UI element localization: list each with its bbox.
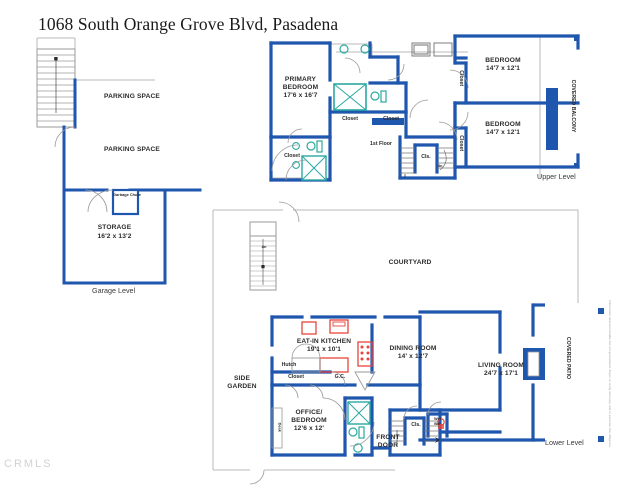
garbage-chute-label: Garbage Chute [113, 192, 141, 197]
disclaimer-watermark: Information deemed reliable but not guar… [608, 300, 612, 448]
closet-label-stairs-upper: Cls. [421, 154, 431, 160]
front-door-label-1: FRONT [376, 434, 400, 441]
room-label-parking-space-1: PARKING SPACE [104, 93, 160, 100]
room-label-storage: STORAGE [97, 224, 132, 231]
closet-label-upper-4: Closet [458, 70, 465, 87]
courtyard-stairs [249, 221, 277, 291]
garage-level-plan [36, 37, 202, 285]
first-floor-label: 1st Floor [370, 141, 392, 147]
room-label-primary-bedroom-1: PRIMARY [284, 76, 317, 83]
closet-label-upper-1: Closet [342, 116, 358, 122]
room-dim-storage: 16'2 x 13'2 [97, 233, 132, 240]
room-label-office-bedroom-1: OFFICE/ [295, 409, 323, 416]
desk-label: Desk [277, 422, 283, 432]
level-label-garage: Garage Level [92, 286, 136, 295]
room-label-side-garden-1: SIDE [234, 375, 250, 382]
room-dim-primary-bedroom: 17'6 x 16'7 [283, 92, 318, 99]
room-label-bedroom-upper-1: BEDROOM [485, 57, 521, 64]
level-label-upper: Upper Level [537, 172, 576, 181]
covered-balcony-rail [546, 88, 558, 150]
closet-label-upper-5: Closet [458, 135, 465, 152]
bath-fixtures-upper [292, 44, 387, 181]
upper-stairs [400, 147, 453, 178]
room-dim-dining-room: 14' x 12'7 [397, 353, 429, 360]
wet-bar-label-2: Bar [434, 421, 441, 426]
room-dim-bedroom-upper-1: 14'7 x 12'1 [485, 65, 521, 72]
stair-direction-upper: dn [437, 163, 443, 168]
closet-label-lower: Closet [288, 374, 304, 380]
hutch-label: Hutch [281, 362, 297, 368]
lower-level-plan [212, 201, 604, 485]
room-dim-eat-in-kitchen: 19'1 x 10'1 [306, 346, 342, 353]
page-title: 1068 South Orange Grove Blvd, Pasadena [38, 14, 339, 34]
kitchen-appliances [291, 319, 373, 373]
room-label-courtyard: COURTYARD [388, 259, 432, 266]
bath-fixtures-lower [347, 401, 371, 453]
room-dim-office-bedroom: 12'6 x 12' [293, 425, 325, 432]
room-label-living-room: LIVING ROOM [478, 362, 524, 369]
garbage-chute-label-lower: G.C. [334, 374, 346, 380]
upper-level-plan [269, 34, 580, 182]
room-dim-living-room: 24'7 x 17'1 [483, 370, 519, 377]
room-label-office-bedroom-2: BEDROOM [291, 417, 327, 424]
room-label-eat-in-kitchen: EAT-IN KITCHEN [296, 338, 352, 345]
closet-label-upper-2: Closet [383, 116, 399, 122]
closet-label-stairs-lower: Cls. [411, 422, 421, 428]
wet-bar-label-1: Wet [433, 416, 442, 421]
closet-label-upper-3: Closet [284, 153, 300, 159]
room-dim-bedroom-upper-2: 14'7 x 12'1 [485, 129, 521, 136]
room-label-dining-room: DINING ROOM [389, 345, 437, 352]
room-label-primary-bedroom-2: BEDROOM [282, 84, 319, 91]
garage-stairs [36, 48, 76, 128]
garbage-chute [87, 188, 140, 216]
front-door-label-2: DOOR [377, 442, 399, 449]
covered-patio-label: COVERED PATIO [565, 336, 571, 380]
stair-direction-lower: dn [261, 244, 267, 249]
level-label-lower: Lower Level [545, 438, 584, 447]
room-label-bedroom-upper-2: BEDROOM [485, 121, 521, 128]
room-label-parking-space-2: PARKING SPACE [104, 146, 160, 153]
covered-balcony-label: COVERED BALCONY [570, 79, 576, 133]
room-label-side-garden-2: GARDEN [227, 383, 257, 390]
crmls-watermark: CRMLS [4, 458, 53, 470]
